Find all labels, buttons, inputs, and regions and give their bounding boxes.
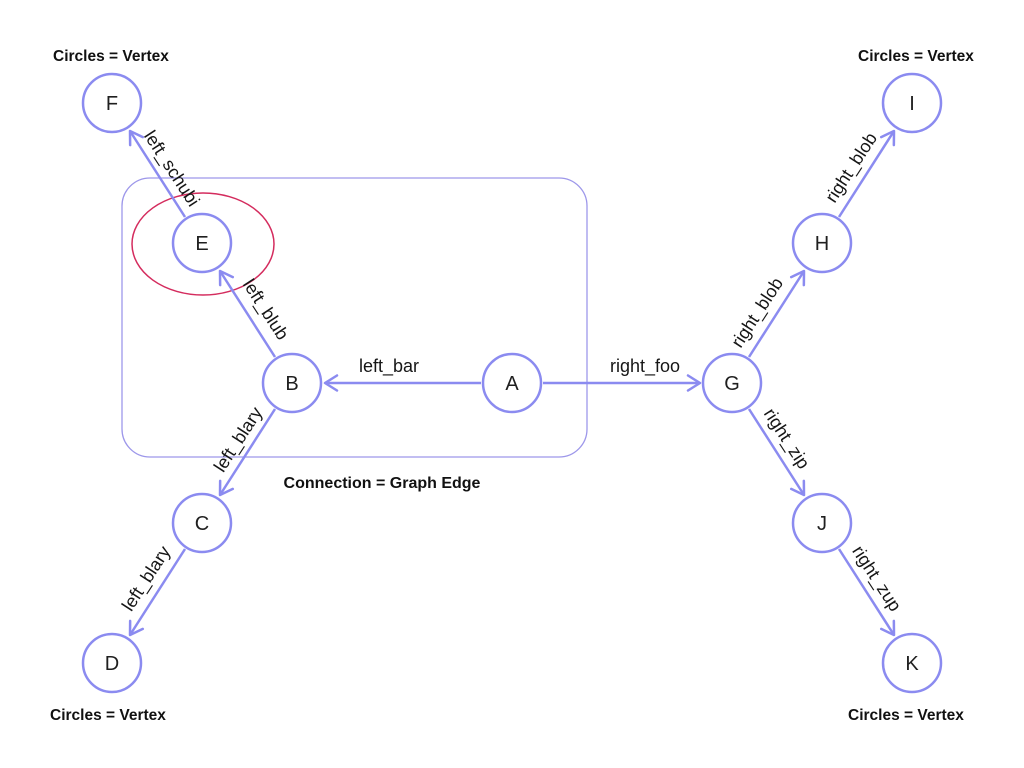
annotation-vertex-bottom-right: Circles = Vertex <box>848 707 964 724</box>
node-a: A <box>481 352 543 414</box>
node-i-label: I <box>909 93 915 115</box>
node-f-label: F <box>106 93 118 115</box>
node-c-label: C <box>195 513 209 535</box>
edge-label-left-blub: left_blub <box>238 275 293 344</box>
node-f-circle <box>81 72 143 134</box>
group-box <box>121 177 588 458</box>
edge-g-h <box>747 269 806 358</box>
edge-c-d <box>128 548 187 637</box>
node-e: E <box>171 212 233 274</box>
node-h: H <box>791 212 853 274</box>
node-g-label: G <box>724 373 740 395</box>
edge-b-c <box>218 408 277 497</box>
node-j-label: J <box>817 513 827 535</box>
node-f: F <box>81 72 143 134</box>
edge-h-i <box>837 129 896 218</box>
highlight-ellipse-node-e <box>131 192 275 296</box>
node-c-circle <box>171 492 233 554</box>
node-b-circle <box>261 352 323 414</box>
node-h-label: H <box>815 233 829 255</box>
edge-g-j <box>747 408 806 497</box>
node-d-label: D <box>105 653 119 675</box>
node-g-circle <box>701 352 763 414</box>
node-e-circle <box>171 212 233 274</box>
node-b-label: B <box>285 373 298 395</box>
annotation-graph-edge: Connection = Graph Edge <box>284 475 481 492</box>
edge-label-right-blob-2: right_blob <box>821 129 882 207</box>
annotation-vertex-top-right: Circles = Vertex <box>858 48 974 65</box>
edge-e-f <box>128 129 187 218</box>
annotation-vertex-top-left: Circles = Vertex <box>53 48 169 65</box>
node-c: C <box>171 492 233 554</box>
node-b: B <box>261 352 323 414</box>
node-i-circle <box>881 72 943 134</box>
node-k-circle <box>881 632 943 694</box>
node-i: I <box>881 72 943 134</box>
edge-label-right-blob-1: right_blob <box>727 274 788 352</box>
annotation-vertex-bottom-left: Circles = Vertex <box>50 707 166 724</box>
edge-b-e <box>218 269 277 358</box>
node-j: J <box>791 492 853 554</box>
node-e-label: E <box>195 233 208 255</box>
node-k-label: K <box>905 653 919 675</box>
node-d: D <box>81 632 143 694</box>
edge-j-k <box>837 548 896 637</box>
node-k: K <box>881 632 943 694</box>
node-a-label: A <box>505 373 519 395</box>
node-j-circle <box>791 492 853 554</box>
node-g: G <box>701 352 763 414</box>
node-d-circle <box>81 632 143 694</box>
node-a-circle <box>481 352 543 414</box>
node-h-circle <box>791 212 853 274</box>
edge-label-right-foo: right_foo <box>610 356 680 377</box>
edge-label-right-zup: right_zup <box>847 542 905 616</box>
edge-label-left-bar: left_bar <box>359 356 419 377</box>
